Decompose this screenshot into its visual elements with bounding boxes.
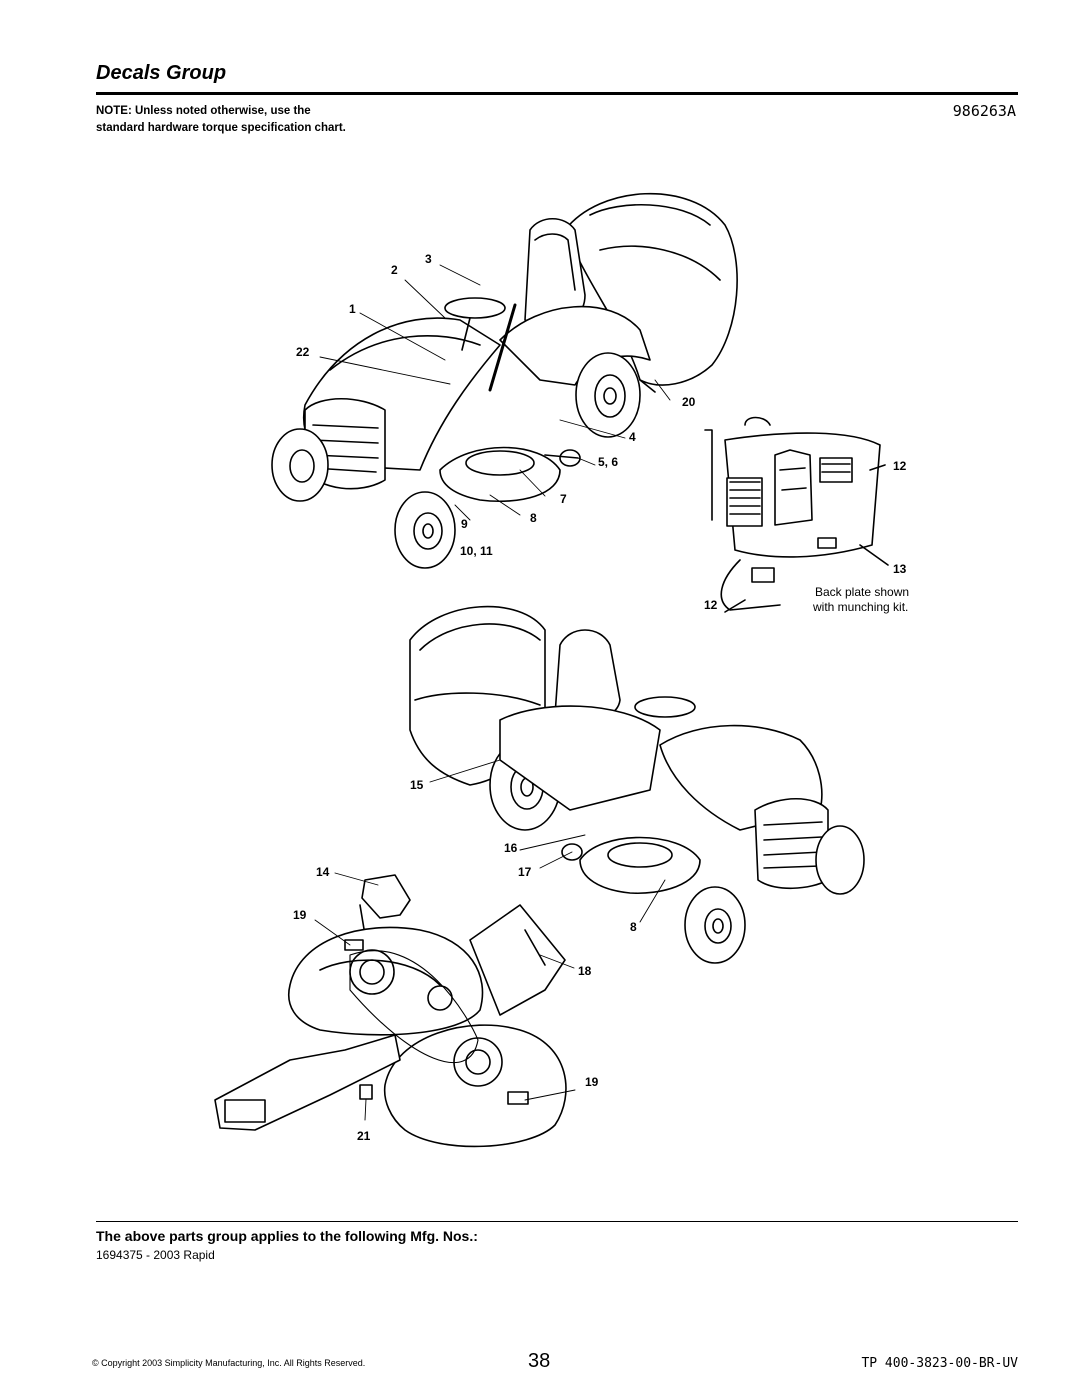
callout-13: 13: [893, 562, 907, 576]
callout-5-6: 5, 6: [598, 455, 618, 469]
tractor-front-view: [271, 192, 738, 569]
callout-19-top: 19: [293, 908, 307, 922]
callout-7: 7: [560, 492, 567, 506]
copyright: © Copyright 2003 Simplicity Manufacturin…: [92, 1358, 366, 1368]
callout-3: 3: [425, 252, 432, 266]
page-number: 38: [528, 1350, 551, 1372]
mfg-numbers: 1694375 - 2003 Rapid: [96, 1248, 215, 1262]
tractor-rear-view: [409, 605, 865, 964]
callout-21: 21: [357, 1129, 371, 1143]
callout-2: 2: [391, 263, 398, 277]
callout-15: 15: [410, 778, 424, 792]
caption-line-1: Back plate shown: [815, 585, 909, 599]
mower-deck-view: [214, 874, 567, 1148]
caption-line-2: with munching kit.: [812, 600, 908, 614]
callout-10-11: 10, 11: [460, 544, 493, 558]
callout-20: 20: [682, 395, 696, 409]
callout-8-front: 8: [530, 511, 537, 525]
callout-14: 14: [316, 865, 330, 879]
callout-18: 18: [578, 964, 592, 978]
callout-1: 1: [349, 302, 356, 316]
callout-9: 9: [461, 517, 468, 531]
callout-17: 17: [518, 865, 532, 879]
figure-id: 986263A: [952, 102, 1016, 120]
callout-leaders-rear: [429, 759, 666, 923]
doc-code: TP 400-3823-00-BR-UV: [861, 1356, 1018, 1371]
callout-leaders-front: [319, 264, 671, 521]
applies-heading: The above parts group applies to the fol…: [96, 1228, 478, 1244]
callout-4: 4: [629, 430, 636, 444]
callout-leaders-deck: [314, 872, 576, 1121]
callout-12-bottom: 12: [704, 598, 718, 612]
callout-8-rear: 8: [630, 920, 637, 934]
callout-22: 22: [296, 345, 310, 359]
back-plate-inset: [704, 416, 889, 613]
callout-16: 16: [504, 841, 518, 855]
callout-12-top: 12: [893, 459, 907, 473]
applies-rule: [96, 1221, 1018, 1222]
page-title: Decals Group: [96, 62, 227, 84]
callout-19-bottom: 19: [585, 1075, 599, 1089]
title-rule: [96, 92, 1018, 95]
torque-note: NOTE: Unless noted otherwise, use the st…: [96, 105, 346, 134]
